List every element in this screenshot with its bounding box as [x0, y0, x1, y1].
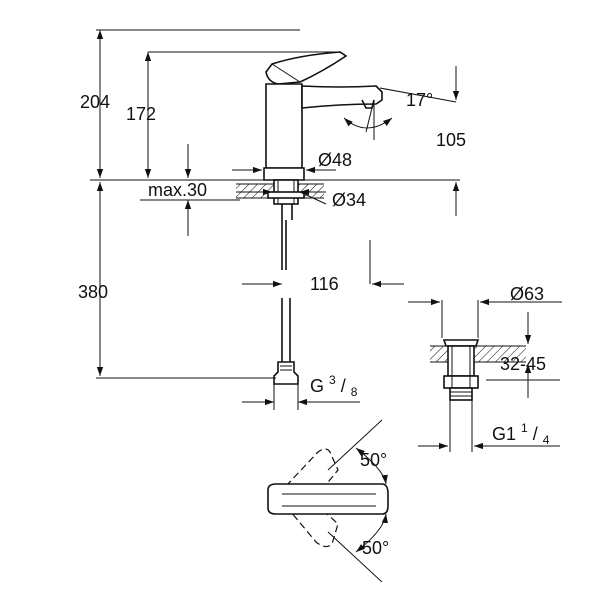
label-hose-thread: G 3 / 8: [310, 368, 358, 399]
label-spout-reach: 105: [436, 130, 466, 150]
label-hole-diameter: Ø34: [332, 190, 366, 210]
faucet-body: [265, 83, 303, 169]
label-spout-height: 172: [126, 104, 156, 124]
label-total-height: 204: [80, 92, 110, 112]
label-waste-thread: G1 1 / 4: [492, 416, 550, 447]
waste-drain: [408, 298, 562, 452]
faucet-base: [263, 167, 305, 181]
label-body-diameter: Ø48: [318, 150, 352, 170]
label-lever-angle-bottom: 50°: [362, 538, 389, 558]
faucet-lever: [265, 51, 348, 85]
label-waste-deck-range: 32-45: [500, 354, 546, 374]
label-waste-diameter: Ø63: [510, 284, 544, 304]
dimension-lines: [90, 29, 460, 410]
label-lever-angle-top: 50°: [360, 450, 387, 470]
label-spout-projection: 116: [310, 274, 339, 294]
hose-connector: [273, 361, 299, 385]
lever-plan: [267, 483, 389, 515]
supply-hose: [281, 204, 293, 270]
label-spout-angle: 17°: [406, 90, 433, 110]
label-hose-length: 380: [78, 282, 108, 302]
faucet-side-view: [236, 51, 383, 385]
dimension-labels: 204 172 17° 105 Ø48 max.30 Ø34 380 116 Ø…: [78, 90, 550, 558]
faucet-spout: [301, 85, 383, 109]
lever-top-view: [267, 419, 389, 583]
label-max-deck: max.30: [148, 180, 207, 200]
